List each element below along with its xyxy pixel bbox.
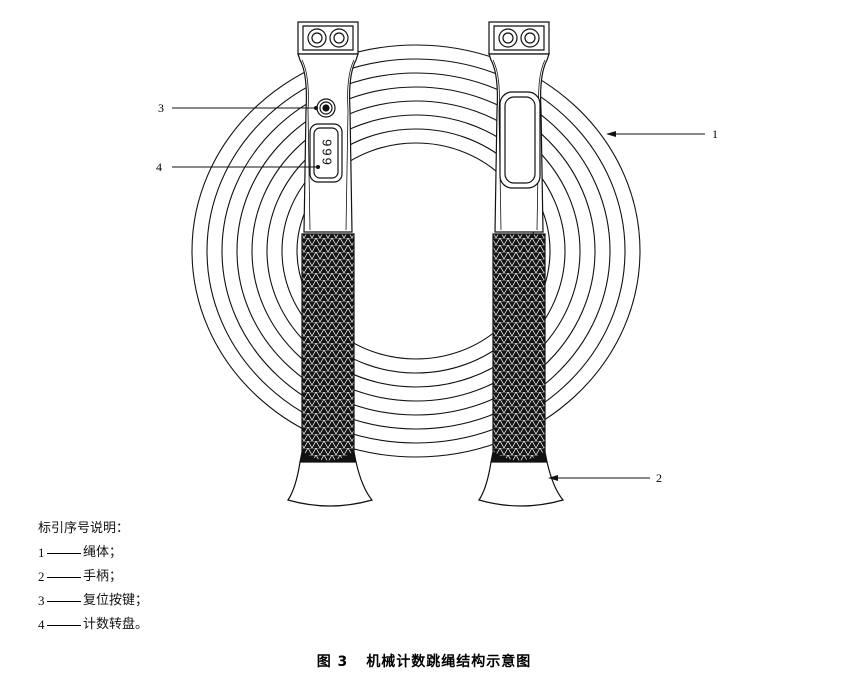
counter-digits: 999 (320, 139, 335, 167)
legend-item-text: 手柄； (83, 569, 123, 584)
leader-lines (172, 106, 705, 481)
figure-label: 图 3 (316, 654, 349, 670)
legend-dash (47, 600, 81, 602)
legend-dash (47, 624, 81, 626)
legend-item-number: 4 (38, 617, 45, 632)
grip-left (301, 233, 355, 463)
legend-item-number: 3 (38, 593, 45, 608)
legend-item-text: 复位按键； (83, 593, 149, 608)
callout-4: 4 (156, 160, 162, 174)
legend-item: 2 手柄； (38, 565, 148, 589)
legend-item-text: 绳体； (83, 545, 123, 560)
legend-title: 标引序号说明： (38, 517, 148, 541)
legend-item-text: 计数转盘。 (83, 617, 149, 632)
legend-item: 1 绳体； (38, 541, 148, 565)
legend-item-number: 2 (38, 569, 45, 584)
legend-item-number: 1 (38, 545, 45, 560)
legend-title-text: 标引序号说明： (38, 521, 130, 536)
callout-3: 3 (158, 101, 164, 115)
legend-dash (47, 576, 81, 578)
grip-right (492, 233, 546, 463)
legend-item: 4 计数转盘。 (38, 613, 148, 637)
callout-1: 1 (712, 127, 718, 141)
handle-right (478, 21, 565, 507)
legend-dash (47, 552, 81, 554)
handle-left: 999 (287, 21, 374, 507)
rope-coils (191, 44, 641, 458)
legend: 标引序号说明： 1 绳体； 2 手柄； 3 复位按键； 4 计数转盘。 (38, 517, 148, 637)
jump-rope-diagram: 999 (156, 21, 718, 507)
legend-item: 3 复位按键； (38, 589, 148, 613)
figure-title: 机械计数跳绳结构示意图 (366, 654, 532, 670)
callout-2: 2 (656, 471, 662, 485)
figure-caption: 图 3 机械计数跳绳结构示意图 (0, 651, 848, 671)
